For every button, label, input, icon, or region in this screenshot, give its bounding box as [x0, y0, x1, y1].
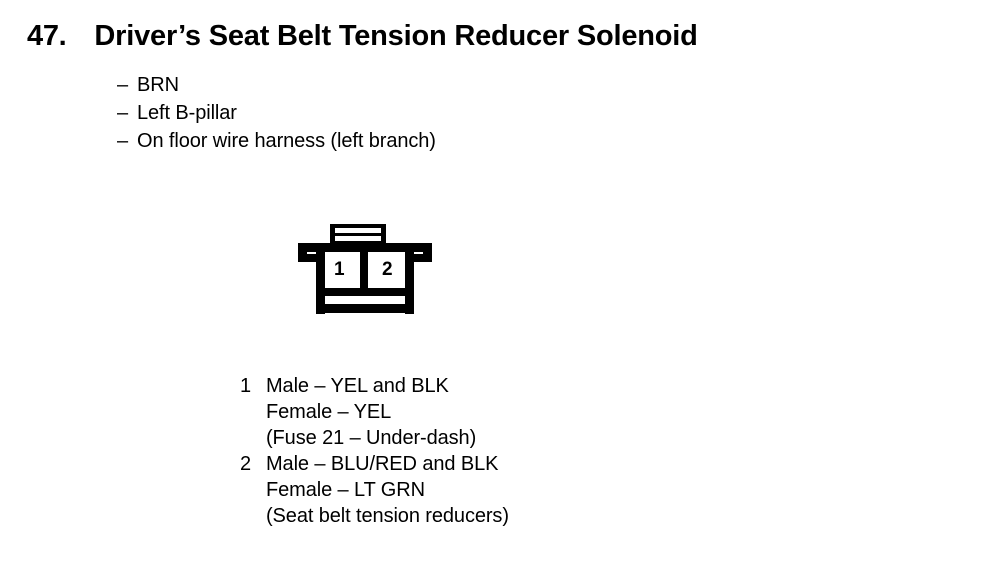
- connector-left-wall: [316, 252, 325, 314]
- page-title: 47. Driver’s Seat Belt Tension Reducer S…: [27, 20, 698, 53]
- component-attribute-list: – BRN – Left B-pillar – On floor wire ha…: [117, 71, 436, 155]
- connector-right-foot: [405, 288, 414, 313]
- dash-icon: –: [117, 74, 129, 96]
- pin-detail-line: Female – YEL: [266, 401, 392, 423]
- section-title: Driver’s Seat Belt Tension Reducer Solen…: [94, 20, 698, 52]
- dash-icon: –: [117, 130, 129, 152]
- attribute-row: – Left B-pillar: [117, 99, 436, 127]
- connector-cavity-number-2: 2: [382, 259, 393, 280]
- attribute-label: Left B-pillar: [137, 102, 237, 124]
- connector-left-wing: [298, 243, 307, 262]
- pin-detail-lines: Male – BLU/RED and BLK Female – LT GRN (…: [266, 451, 509, 529]
- pin-detail-line: Male – YEL and BLK: [266, 375, 449, 397]
- pin-legend-group-1: 1 Male – YEL and BLK Female – YEL (Fuse …: [240, 373, 509, 451]
- attribute-label: On floor wire harness (left branch): [137, 130, 436, 152]
- pin-detail-lines: Male – YEL and BLK Female – YEL (Fuse 21…: [266, 373, 476, 451]
- pin-number: 1: [240, 375, 252, 397]
- connector-top-rail: [298, 243, 432, 252]
- pin-detail-line: Female – LT GRN: [266, 479, 425, 501]
- connector-left-shoulder: [298, 254, 325, 262]
- connector-left-foot: [316, 288, 325, 313]
- connector-tab-slot-upper: [335, 228, 381, 233]
- connector-right-wing: [423, 243, 432, 262]
- connector-right-shoulder: [405, 254, 432, 262]
- pin-legend-group-2: 2 Male – BLU/RED and BLK Female – LT GRN…: [240, 451, 509, 529]
- connector-cavity-divider: [360, 252, 368, 296]
- pin-detail-line: (Fuse 21 – Under-dash): [266, 427, 477, 449]
- connector-cavity-number-1: 1: [334, 259, 345, 280]
- section-number: 47.: [27, 20, 67, 52]
- pin-legend: 1 Male – YEL and BLK Female – YEL (Fuse …: [240, 373, 509, 529]
- connector-tab-slot-lower: [335, 236, 381, 241]
- connector-base-bar: [316, 304, 414, 313]
- connector-right-wall: [405, 252, 414, 314]
- pin-number: 2: [240, 453, 252, 475]
- pin-detail-line: Male – BLU/RED and BLK: [266, 453, 499, 475]
- pin-detail-line: (Seat belt tension reducers): [266, 505, 509, 527]
- connector-cavity-floor: [316, 288, 414, 296]
- dash-icon: –: [117, 102, 129, 124]
- attribute-row: – On floor wire harness (left branch): [117, 127, 436, 155]
- attribute-row: – BRN: [117, 71, 436, 99]
- connector-diagram: 1 2: [298, 222, 432, 314]
- attribute-label: BRN: [137, 74, 179, 96]
